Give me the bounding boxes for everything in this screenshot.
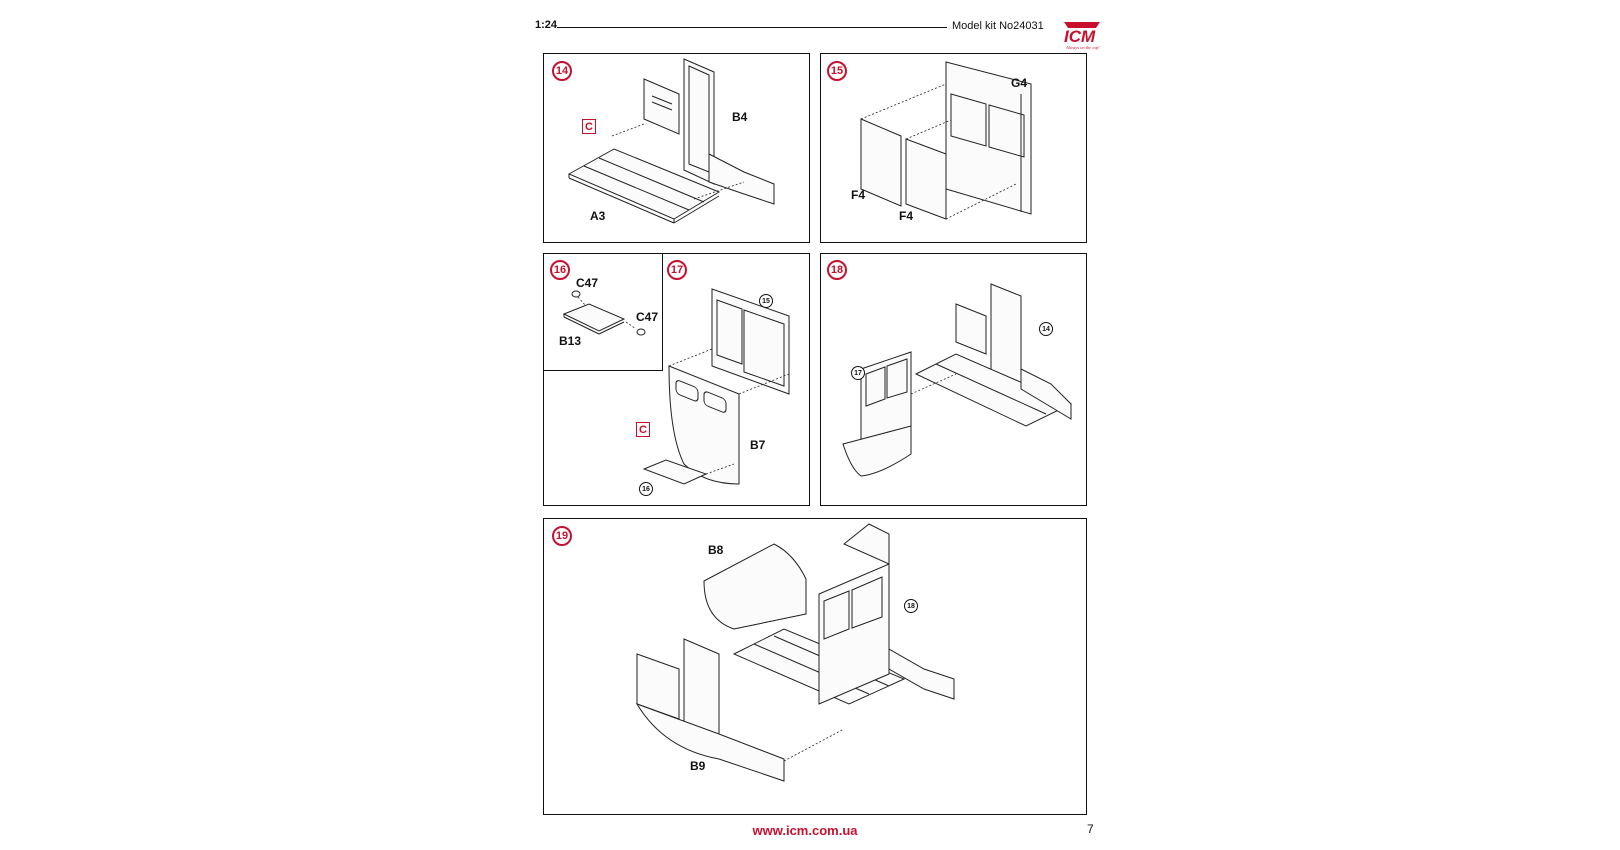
scale-label: 1:24 xyxy=(535,19,558,31)
part-c47a-label: C47 xyxy=(576,276,599,290)
cement-c-box-17: C xyxy=(636,422,650,437)
part-b4-label: B4 xyxy=(732,110,748,124)
step-15-drawing xyxy=(860,61,1032,220)
part-b9-label: B9 xyxy=(690,759,706,773)
part-b8-label: B8 xyxy=(708,543,724,557)
step-14-drawing xyxy=(567,58,775,224)
step-15-panel: 15 G4 F4 F4 xyxy=(820,53,1087,243)
svg-text:ICM: ICM xyxy=(1064,27,1096,46)
part-b7-label: B7 xyxy=(750,438,766,452)
part-a3-label: A3 xyxy=(590,209,606,223)
step-14-badge: 14 xyxy=(552,61,572,81)
footer-url-text[interactable]: www.icm.com.ua xyxy=(752,823,858,838)
icm-logo: ICM Always on the top! xyxy=(1058,18,1108,52)
cement-c-box: C xyxy=(582,119,596,134)
part-b13-label: B13 xyxy=(559,334,582,348)
part-f4b-label: F4 xyxy=(899,209,914,223)
footer-website-link[interactable]: www.icm.com.ua xyxy=(0,823,1620,838)
step-19-badge: 19 xyxy=(552,526,572,546)
step-19-drawing xyxy=(635,523,955,782)
step-19-panel: 19 B8 B9 18 xyxy=(543,518,1087,815)
ref-step-16: 16 xyxy=(639,482,653,496)
ref-step-14: 14 xyxy=(1039,322,1053,336)
step-14-panel: 14 C B4 A3 xyxy=(543,53,810,243)
step-15-badge: 15 xyxy=(827,61,847,81)
model-kit-label: Model kit No24031 xyxy=(952,20,1044,32)
part-g4-label: G4 xyxy=(1011,76,1028,90)
step-18-badge: 18 xyxy=(827,260,847,280)
step-16-inset: 16 C47 C47 B13 xyxy=(543,253,663,371)
step-17-drawing xyxy=(642,288,790,485)
part-c47b-label: C47 xyxy=(636,310,659,324)
step-16-badge: 16 xyxy=(550,260,570,280)
svg-text:Always on the top!: Always on the top! xyxy=(1065,45,1100,50)
header-rule xyxy=(557,27,947,28)
ref-step-17: 17 xyxy=(851,366,865,380)
step-17-badge: 17 xyxy=(667,260,687,280)
page-number: 7 xyxy=(1087,822,1094,836)
step-18-drawing xyxy=(842,283,1073,477)
ref-step-15: 15 xyxy=(759,294,773,308)
step-16-drawing xyxy=(562,290,646,336)
ref-step-18: 18 xyxy=(904,599,918,613)
step-18-panel: 18 14 17 xyxy=(820,253,1087,506)
step-16-17-panel: 16 C47 C47 B13 17 C 15 16 B7 xyxy=(543,253,810,506)
part-f4a-label: F4 xyxy=(851,188,866,202)
